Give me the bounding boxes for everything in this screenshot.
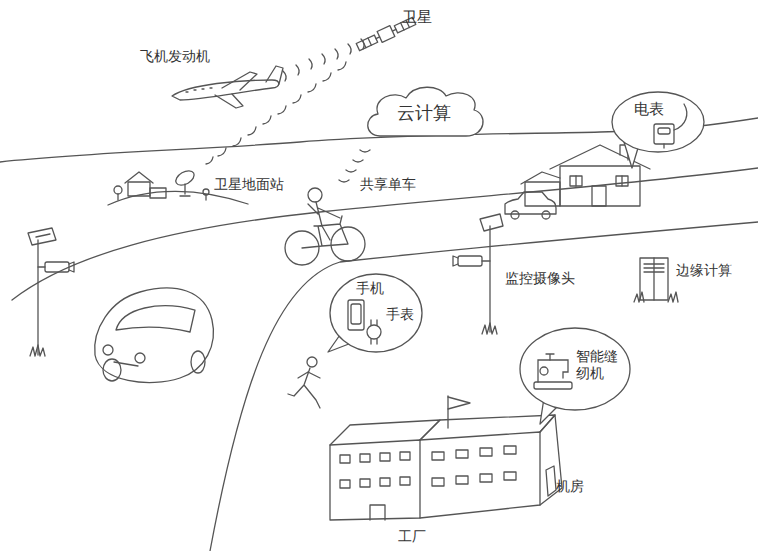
sketch-label: 共享单车 [360,176,416,193]
small-car [505,192,556,219]
speech-bubble [610,90,706,154]
pictogram [351,304,361,324]
node-text: 云计算 [397,102,451,124]
pictogram [348,300,364,330]
pictogram [371,320,377,344]
speech-bubble-node: 电表 [610,90,706,154]
road-edge [210,222,758,551]
street-light [28,228,74,356]
sketch-label: 机房 [556,478,584,495]
cloud-node: 云计算 [362,82,486,144]
sketch-label: 工厂 [398,528,426,545]
node-text: 电表 [634,100,664,118]
node-text: 智能缝纫机 [576,348,620,382]
edge-cabinet [634,258,678,302]
car [95,288,214,383]
node-text: 手机 [356,280,384,297]
pictogram [540,367,548,375]
pictogram [654,124,674,144]
pictogram [367,325,381,339]
pictogram [546,354,554,360]
factory [330,396,562,520]
pictogram [674,104,687,130]
sketch-label: 卫星地面站 [214,176,284,193]
airplane [172,66,283,108]
sketch-label: 飞机发动机 [140,48,210,65]
node-text: 手表 [386,306,414,323]
signal-arcs [283,39,364,81]
sketch-label: 监控摄像头 [505,270,575,287]
street-light [453,214,503,334]
pictogram [658,128,670,134]
speech-bubble [518,326,632,412]
pictogram [663,144,664,148]
cyclist [285,188,365,265]
sketch-label: 卫星 [402,8,432,26]
sketch-label: 边缘计算 [676,262,732,279]
pictogram [538,360,568,382]
speech-bubble-node: 手机手表 [328,272,424,354]
speech-bubble-node: 智能缝纫机 [518,326,632,412]
pictogram [534,382,572,389]
signal-arcs [206,62,346,164]
runner [288,357,320,408]
